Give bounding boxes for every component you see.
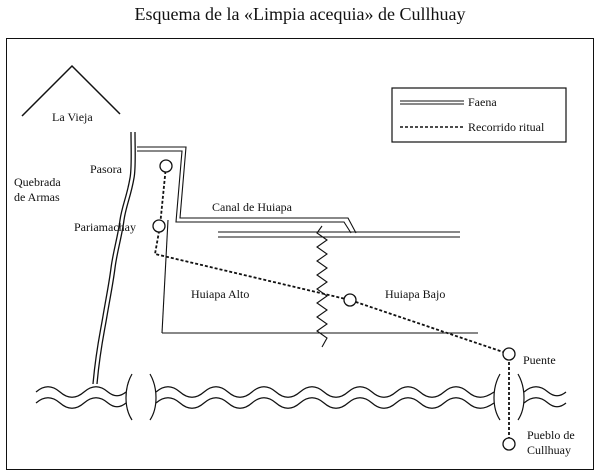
legend-ritual-label: Recorrido ritual <box>468 120 545 134</box>
faena-canal-outer <box>137 146 357 234</box>
label-la-vieja: La Vieja <box>52 110 93 124</box>
river-upper-bank-middle <box>155 386 495 398</box>
label-quebrada-2: de Armas <box>14 190 60 204</box>
label-canal-huiapa: Canal de Huiapa <box>212 200 293 214</box>
huiapa-division-zigzag <box>316 225 328 348</box>
quebrada-stream <box>92 131 132 385</box>
huiapa-boundary-west <box>161 219 169 334</box>
legend: Faena Recorrido ritual <box>391 87 567 143</box>
label-huiapa-bajo: Huiapa Bajo <box>385 287 445 301</box>
label-pueblo-1: Pueblo de <box>527 428 575 442</box>
river-upper-bank-east <box>523 386 567 397</box>
station-pasora <box>159 159 173 173</box>
bridge-mark-east-right <box>517 373 525 421</box>
label-pueblo-2: Cullhuay <box>527 443 571 457</box>
river-lower-bank-middle <box>155 397 495 409</box>
station-pueblo <box>502 437 516 451</box>
river-lower-bank-west <box>35 397 127 409</box>
label-huiapa-alto: Huiapa Alto <box>191 287 249 301</box>
ritual-route <box>153 165 510 444</box>
label-quebrada-1: Quebrada <box>14 175 61 189</box>
label-pariamachay: Pariamachay <box>74 220 136 234</box>
quebrada-stream-bank <box>96 131 136 385</box>
bridge-mark-west-right <box>149 373 157 421</box>
label-puente: Puente <box>523 353 556 367</box>
station-puente <box>502 347 516 361</box>
faena-canal-inner <box>137 150 352 234</box>
diagram-frame <box>6 38 594 470</box>
river-upper-bank-west <box>35 386 127 398</box>
bridge-mark-west-left <box>125 373 133 421</box>
bridge-mark-east-left <box>493 373 501 421</box>
label-pasora: Pasora <box>90 162 123 176</box>
station-pariamachay <box>152 219 166 233</box>
river-lower-bank-east <box>523 397 567 408</box>
mountain-icon <box>21 64 121 117</box>
legend-faena-label: Faena <box>468 95 497 109</box>
station-huiapa-bajo <box>343 293 357 307</box>
diagram-title: Esquema de la «Limpia acequia» de Cullhu… <box>134 4 466 24</box>
